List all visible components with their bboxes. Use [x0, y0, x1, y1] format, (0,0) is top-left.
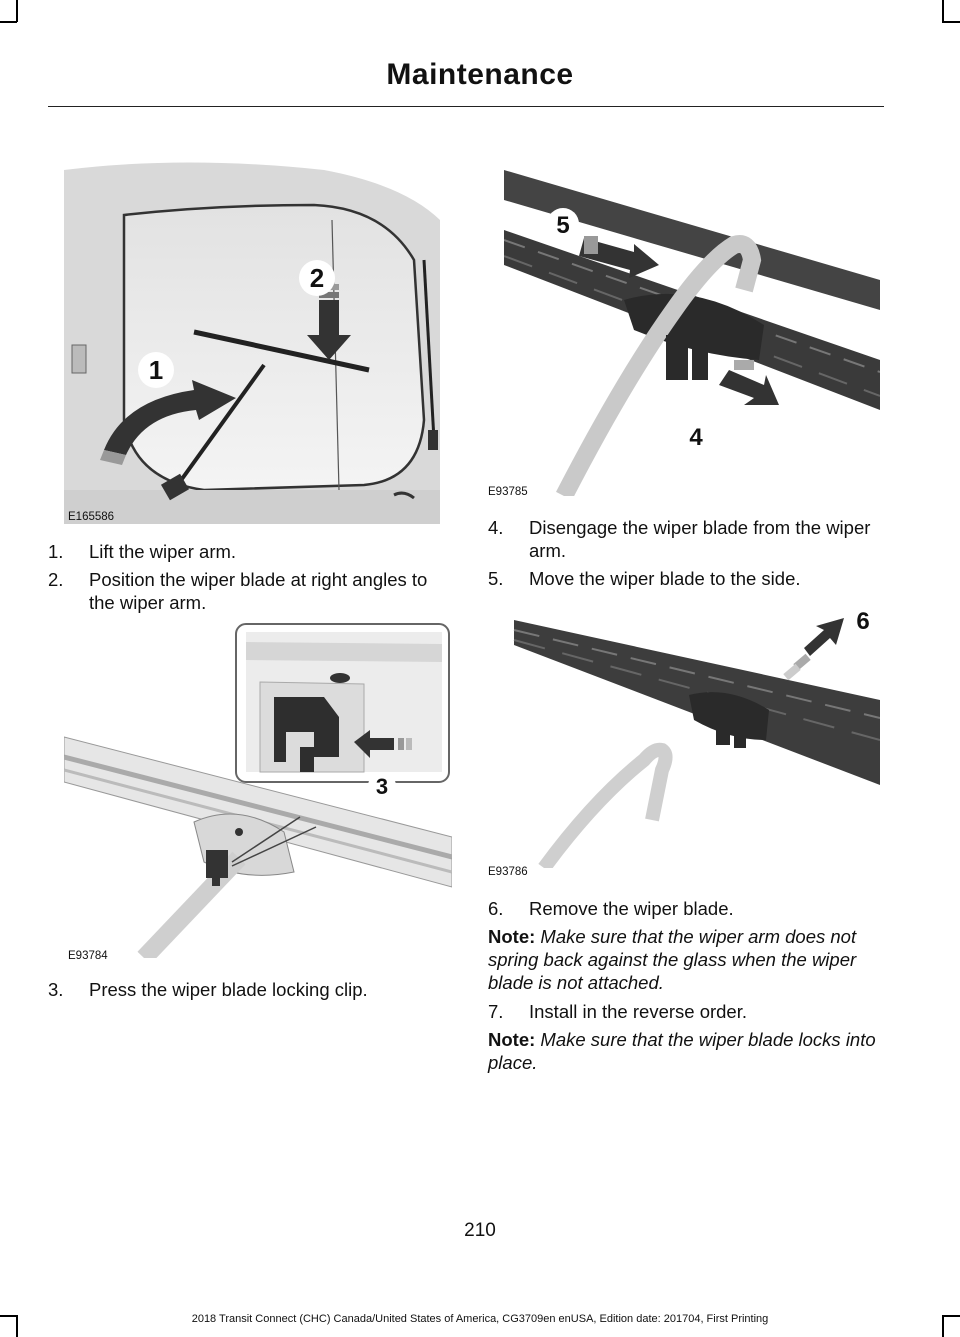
wiper-blade [64, 736, 452, 888]
arrow-lift-icon [104, 380, 236, 455]
step-number: 6. [488, 898, 504, 919]
note-text: Make sure that the wiper arm does not sp… [488, 926, 857, 993]
callout-3: 3 [376, 774, 388, 799]
figure-locking-clip: 3 [64, 622, 452, 958]
wiper-arm [556, 235, 762, 496]
wiper-arm [172, 363, 266, 492]
wiper-blade-upper [504, 170, 880, 310]
note-text: Make sure that the wiper blade locks int… [488, 1029, 876, 1073]
step-text: Remove the wiper blade. [529, 898, 734, 919]
wiper-arm [538, 742, 673, 868]
crop-mark [16, 0, 18, 22]
note-label: Note: [488, 1029, 536, 1050]
callout-1: 1 [149, 355, 163, 385]
crop-mark [942, 1315, 944, 1337]
note: Note: Make sure that the wiper arm does … [488, 925, 886, 994]
step-text: Install in the reverse order. [529, 1001, 747, 1022]
step-number: 7. [488, 1001, 504, 1022]
figure-code: E165586 [68, 511, 115, 523]
header-divider [48, 106, 884, 107]
step-number: 4. [488, 517, 504, 538]
crop-mark [16, 1315, 18, 1337]
footer-edition-info: 2018 Transit Connect (CHC) Canada/United… [191, 1313, 769, 1325]
callout-6: 6 [856, 608, 869, 635]
crop-mark [942, 0, 944, 22]
step-text: Move the wiper blade to the side. [529, 568, 801, 589]
callout-2: 2 [310, 263, 324, 293]
page-title: Maintenance [386, 58, 574, 91]
arrow-down-icon [307, 300, 351, 360]
wiper-blade [193, 329, 370, 373]
figure-disengage-blade: 5 4 [504, 160, 880, 496]
arrow-down-icon [719, 370, 779, 405]
figure-code: E93785 [488, 486, 528, 498]
step-text: Disengage the wiper blade from the wiper… [529, 517, 871, 561]
figure-rear-window-wiper: 1 2 [64, 160, 440, 524]
arrow-press-icon [354, 730, 394, 758]
crop-mark [0, 21, 17, 23]
note: Note: Make sure that the wiper blade loc… [488, 1028, 886, 1074]
arrow-up-icon [804, 618, 844, 656]
figure-code: E93786 [488, 866, 528, 878]
callout-4: 4 [689, 424, 703, 451]
crop-mark [942, 21, 960, 23]
step-number: 3. [48, 979, 64, 1000]
figure-code: E93784 [68, 950, 108, 962]
step-text: Lift the wiper arm. [89, 541, 237, 562]
step-number: 5. [488, 568, 504, 589]
crop-mark [0, 1315, 17, 1317]
arrow-side-icon [579, 238, 659, 278]
step-number: 2. [48, 569, 64, 590]
step-text: Position the wiper blade at right angles… [89, 569, 428, 613]
figure-remove-blade: 6 [504, 600, 880, 868]
callout-5: 5 [556, 212, 569, 239]
crop-mark [942, 1315, 960, 1317]
step-number: 1. [48, 541, 64, 562]
note-label: Note: [488, 926, 536, 947]
page-number: 210 [464, 1220, 496, 1241]
step-text: Press the wiper blade locking clip. [89, 979, 368, 1000]
